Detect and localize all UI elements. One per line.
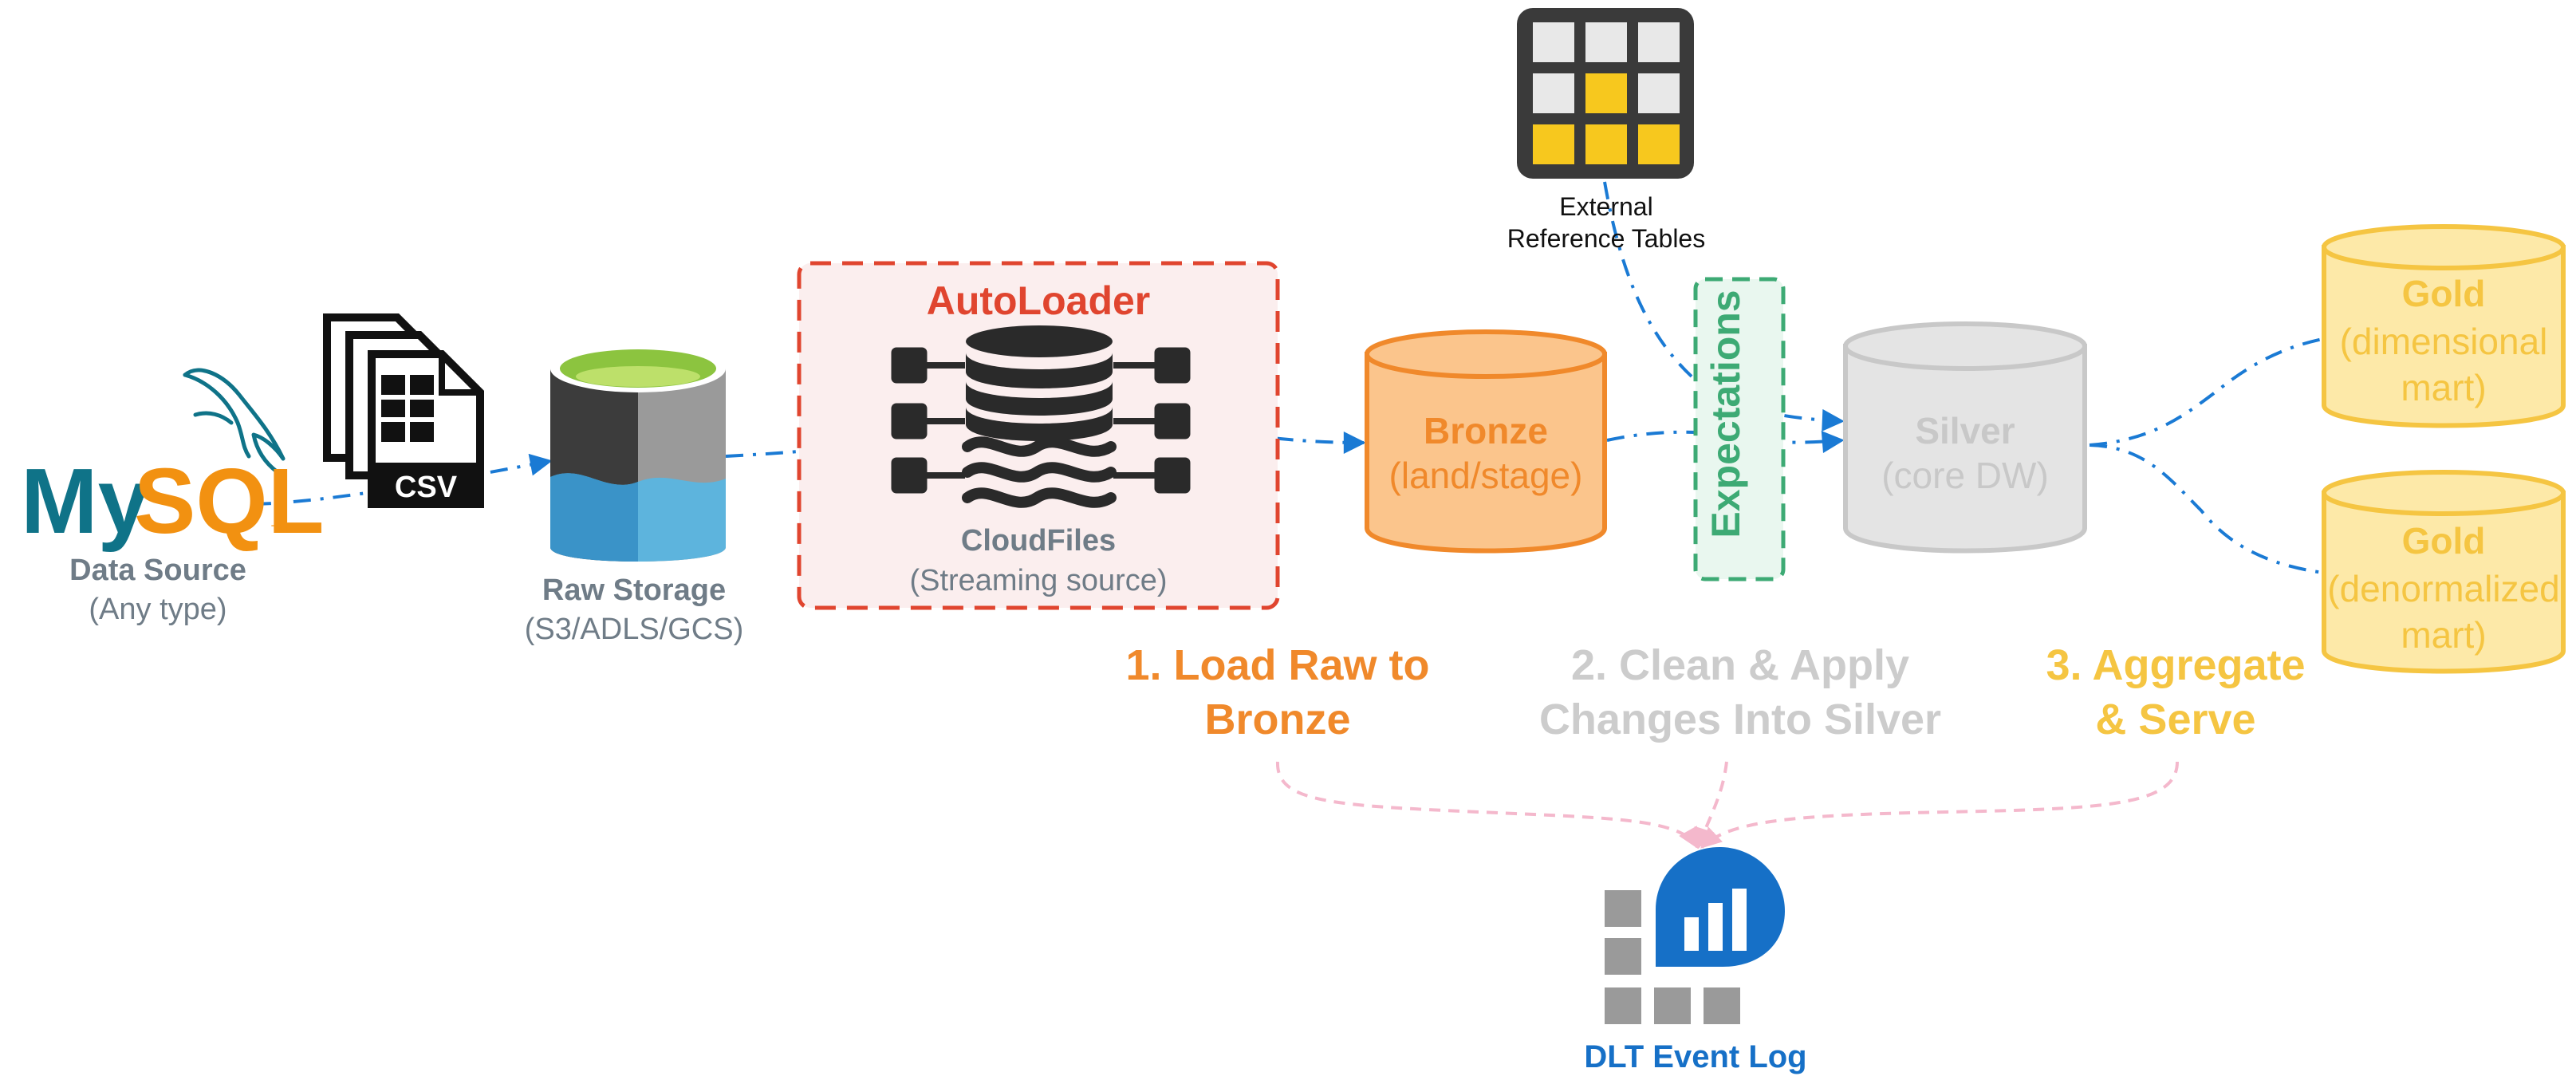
step1-line1: 1. Load Raw to — [1125, 641, 1429, 689]
mysql-dolphin-icon — [183, 368, 286, 475]
raw-storage-title: Raw Storage — [542, 574, 726, 607]
expectations-box: Expectations — [1693, 277, 1786, 581]
step2-line2: Changes Into Silver — [1539, 696, 1941, 743]
raw-storage-bucket-icon — [550, 345, 726, 562]
connector-blocks-left-icon — [891, 347, 965, 494]
silver-subtitle: (core DW) — [1881, 455, 2049, 496]
arrow-step2-to-eventlog — [1694, 761, 1728, 849]
cloudfiles-subcaption: (Streaming source) — [909, 564, 1167, 597]
bronze-title: Bronze — [1424, 410, 1548, 451]
gold-dimensional-line3: mart) — [2401, 367, 2486, 408]
data-source-subtitle: (Any type) — [89, 593, 226, 626]
arrow-silver-to-gold-denormalized — [2089, 443, 2363, 586]
external-tables-line2: Reference Tables — [1507, 224, 1705, 253]
mysql-logo-sql: SQL — [134, 449, 324, 553]
stream-waves-icon — [962, 436, 1117, 508]
data-source-title: Data Source — [69, 554, 246, 587]
mysql-logo-tm: TM — [271, 522, 287, 535]
gold-denormalized-line2: (denormalized — [2327, 568, 2559, 609]
mysql-logo-my: My — [21, 449, 149, 553]
database-icon — [966, 325, 1113, 441]
step1-line2: Bronze — [1204, 696, 1350, 743]
event-log-title: DLT Event Log — [1584, 1039, 1806, 1074]
step-labels: 1. Load Raw to Bronze 2. Clean & Apply C… — [1125, 641, 2305, 743]
csv-badge-label: CSV — [395, 471, 458, 504]
raw-storage-subtitle: (S3/ADLS/GCS) — [525, 613, 744, 646]
mysql-data-source: My SQL TM Data Source (Any type) — [21, 368, 324, 626]
bronze-subtitle: (land/stage) — [1389, 455, 1583, 496]
gold-denormalized-line3: mart) — [2401, 614, 2486, 656]
step2-line1: 2. Clean & Apply — [1571, 641, 1909, 689]
gold-dimensional-line2: (dimensional — [2340, 321, 2548, 362]
csv-files-icon: CSV — [323, 313, 484, 508]
gold-denormalized-table: Gold (denormalized mart) — [2322, 470, 2566, 674]
arrow-silver-to-gold-dimensional — [2089, 324, 2363, 447]
expectations-label: Expectations — [1704, 290, 1748, 538]
arrow-step1-to-eventlog — [1275, 761, 1699, 849]
connector-blocks-right-icon — [1113, 347, 1191, 494]
gold-dimensional-table: Gold (dimensional mart) — [2322, 224, 2566, 428]
step3-line2: & Serve — [2095, 696, 2255, 743]
arrow-step3-to-eventlog — [1700, 761, 2179, 849]
external-tables-line1: External — [1559, 192, 1652, 221]
gold-dimensional-title: Gold — [2402, 273, 2486, 314]
gold-denormalized-title: Gold — [2402, 520, 2486, 562]
arrow-reference-to-silver — [1603, 181, 1845, 432]
silver-table: Silver (core DW) — [1843, 321, 2087, 554]
event-log-icon — [1605, 847, 1785, 1024]
autoloader-box: AutoLoader CloudFi — [797, 261, 1280, 610]
step3-line1: 3. Aggregate — [2046, 641, 2305, 689]
silver-title: Silver — [1915, 410, 2015, 451]
autoloader-title: AutoLoader — [927, 278, 1151, 323]
event-log-arrows — [1275, 761, 2179, 849]
reference-table-grid-icon — [1517, 8, 1694, 179]
bronze-table: Bronze (land/stage) — [1365, 329, 1607, 554]
cloudfiles-caption: CloudFiles — [961, 524, 1116, 558]
